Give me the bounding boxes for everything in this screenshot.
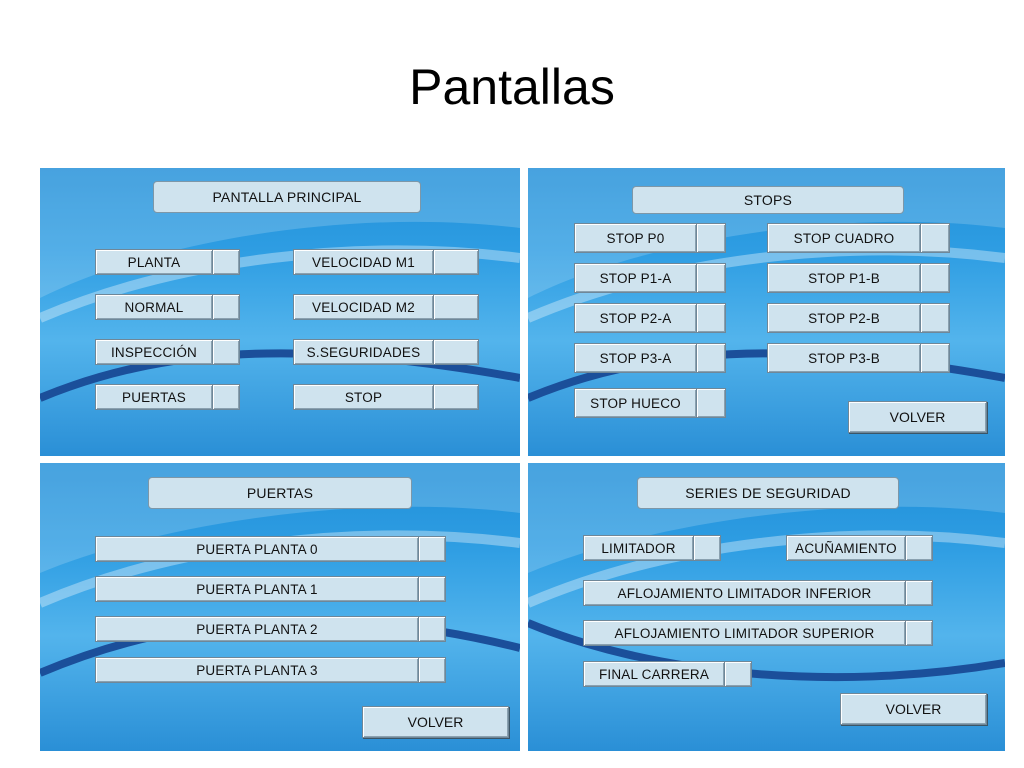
slide-title: Pantallas — [409, 59, 615, 115]
velocidad-m1-indicator — [433, 249, 479, 275]
aflojamiento-inferior-label: AFLOJAMIENTO LIMITADOR INFERIOR — [583, 580, 905, 606]
stop-p1b-button[interactable]: STOP P1-B — [767, 263, 950, 293]
seguridades-indicator — [433, 339, 479, 365]
stop-p1b-label: STOP P1-B — [767, 263, 920, 293]
stop-p3b-label: STOP P3-B — [767, 343, 920, 373]
aflojamiento-inferior-button[interactable]: AFLOJAMIENTO LIMITADOR INFERIOR — [583, 580, 933, 606]
screen-title: PUERTAS — [148, 477, 412, 509]
stop-p3a-indicator — [696, 343, 726, 373]
aflojamiento-superior-label: AFLOJAMIENTO LIMITADOR SUPERIOR — [583, 620, 905, 646]
planta-button[interactable]: PLANTA — [95, 249, 240, 275]
final-carrera-label: FINAL CARRERA — [583, 661, 724, 687]
puerta-planta-1-button[interactable]: PUERTA PLANTA 1 — [95, 576, 446, 602]
limitador-indicator — [693, 535, 721, 561]
volver-button[interactable]: VOLVER — [362, 706, 509, 738]
stop-p3a-label: STOP P3-A — [574, 343, 696, 373]
velocidad-m2-button[interactable]: VELOCIDAD M2 — [293, 294, 479, 320]
normal-button[interactable]: NORMAL — [95, 294, 240, 320]
stop-p2b-indicator — [920, 303, 950, 333]
puerta-planta-3-label: PUERTA PLANTA 3 — [95, 657, 418, 683]
inspeccion-indicator — [212, 339, 240, 365]
aflojamiento-inferior-indicator — [905, 580, 933, 606]
inspeccion-button[interactable]: INSPECCIÓN — [95, 339, 240, 365]
inspeccion-label: INSPECCIÓN — [95, 339, 212, 365]
seguridades-button[interactable]: S.SEGURIDADES — [293, 339, 479, 365]
puerta-planta-2-button[interactable]: PUERTA PLANTA 2 — [95, 616, 446, 642]
stop-label: STOP — [293, 384, 433, 410]
final-carrera-indicator — [724, 661, 752, 687]
stop-p1b-indicator — [920, 263, 950, 293]
stop-cuadro-button[interactable]: STOP CUADRO — [767, 223, 950, 253]
stop-p2a-label: STOP P2-A — [574, 303, 696, 333]
screen-title: STOPS — [632, 186, 904, 214]
velocidad-m1-label: VELOCIDAD M1 — [293, 249, 433, 275]
stop-p2b-button[interactable]: STOP P2-B — [767, 303, 950, 333]
puerta-planta-2-indicator — [418, 616, 446, 642]
puerta-planta-3-indicator — [418, 657, 446, 683]
stop-cuadro-indicator — [920, 223, 950, 253]
puerta-planta-3-button[interactable]: PUERTA PLANTA 3 — [95, 657, 446, 683]
limitador-label: LIMITADOR — [583, 535, 693, 561]
stop-p2a-indicator — [696, 303, 726, 333]
stop-p1a-button[interactable]: STOP P1-A — [574, 263, 726, 293]
acunamiento-button[interactable]: ACUÑAMIENTO — [786, 535, 933, 561]
panel-puertas: PUERTAS PUERTA PLANTA 0 PUERTA PLANTA 1 … — [40, 463, 520, 751]
velocidad-m2-indicator — [433, 294, 479, 320]
planta-indicator — [212, 249, 240, 275]
puerta-planta-0-indicator — [418, 536, 446, 562]
puerta-planta-0-button[interactable]: PUERTA PLANTA 0 — [95, 536, 446, 562]
stop-p2a-button[interactable]: STOP P2-A — [574, 303, 726, 333]
puerta-planta-1-label: PUERTA PLANTA 1 — [95, 576, 418, 602]
aflojamiento-superior-indicator — [905, 620, 933, 646]
acunamiento-indicator — [905, 535, 933, 561]
stop-hueco-indicator — [696, 388, 726, 418]
normal-indicator — [212, 294, 240, 320]
stop-p3a-button[interactable]: STOP P3-A — [574, 343, 726, 373]
screen-title: SERIES DE SEGURIDAD — [637, 477, 899, 509]
volver-button[interactable]: VOLVER — [848, 401, 987, 433]
normal-label: NORMAL — [95, 294, 212, 320]
stop-p0-button[interactable]: STOP P0 — [574, 223, 726, 253]
stop-button[interactable]: STOP — [293, 384, 479, 410]
stop-p2b-label: STOP P2-B — [767, 303, 920, 333]
puerta-planta-0-label: PUERTA PLANTA 0 — [95, 536, 418, 562]
panel-pantalla-principal: PANTALLA PRINCIPAL PLANTA NORMAL INSPECC… — [40, 168, 520, 456]
puertas-label: PUERTAS — [95, 384, 212, 410]
puerta-planta-1-indicator — [418, 576, 446, 602]
volver-button[interactable]: VOLVER — [840, 693, 987, 725]
stop-hueco-button[interactable]: STOP HUECO — [574, 388, 726, 418]
velocidad-m1-button[interactable]: VELOCIDAD M1 — [293, 249, 479, 275]
stop-p3b-indicator — [920, 343, 950, 373]
acunamiento-label: ACUÑAMIENTO — [786, 535, 905, 561]
puertas-indicator — [212, 384, 240, 410]
velocidad-m2-label: VELOCIDAD M2 — [293, 294, 433, 320]
panel-series-seguridad: SERIES DE SEGURIDAD LIMITADOR ACUÑAMIENT… — [528, 463, 1005, 751]
stop-p0-indicator — [696, 223, 726, 253]
seguridades-label: S.SEGURIDADES — [293, 339, 433, 365]
stop-p0-label: STOP P0 — [574, 223, 696, 253]
stop-indicator — [433, 384, 479, 410]
stop-p3b-button[interactable]: STOP P3-B — [767, 343, 950, 373]
final-carrera-button[interactable]: FINAL CARRERA — [583, 661, 752, 687]
stop-hueco-label: STOP HUECO — [574, 388, 696, 418]
stop-p1a-indicator — [696, 263, 726, 293]
aflojamiento-superior-button[interactable]: AFLOJAMIENTO LIMITADOR SUPERIOR — [583, 620, 933, 646]
stop-p1a-label: STOP P1-A — [574, 263, 696, 293]
panel-stops: STOPS STOP P0 STOP P1-A STOP P2-A STOP P… — [528, 168, 1005, 456]
stop-cuadro-label: STOP CUADRO — [767, 223, 920, 253]
puertas-button[interactable]: PUERTAS — [95, 384, 240, 410]
limitador-button[interactable]: LIMITADOR — [583, 535, 721, 561]
planta-label: PLANTA — [95, 249, 212, 275]
puerta-planta-2-label: PUERTA PLANTA 2 — [95, 616, 418, 642]
screen-title: PANTALLA PRINCIPAL — [153, 181, 421, 213]
